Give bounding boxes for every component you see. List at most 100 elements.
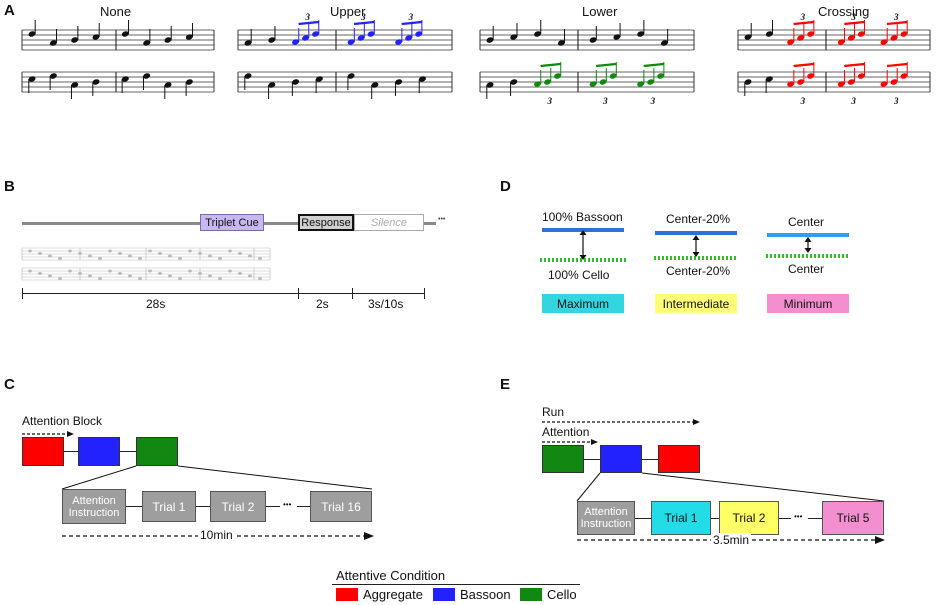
trial-16-box: Trial 16 bbox=[310, 491, 372, 522]
faint-note bbox=[68, 249, 72, 253]
beam bbox=[596, 62, 617, 68]
note-head bbox=[797, 79, 805, 85]
cello-block bbox=[542, 445, 584, 473]
dashed-arrow bbox=[542, 419, 700, 425]
note-head bbox=[92, 79, 100, 85]
panel-label-a: A bbox=[4, 2, 15, 19]
continuation-dots: ••• bbox=[438, 216, 446, 223]
legend-swatch-aggregate bbox=[336, 588, 358, 601]
faint-note bbox=[28, 249, 32, 253]
note-head bbox=[797, 35, 805, 41]
note-head bbox=[268, 37, 276, 43]
note-head bbox=[900, 73, 908, 79]
bassoon-line bbox=[655, 231, 737, 235]
faint-note bbox=[128, 254, 132, 258]
faint-note bbox=[48, 274, 52, 278]
connector bbox=[196, 506, 210, 507]
trial-2-box: Trial 2 bbox=[210, 491, 266, 522]
note-head bbox=[647, 79, 655, 85]
min-top-label: Center bbox=[788, 215, 825, 229]
minimum-badge: Minimum bbox=[767, 294, 849, 313]
bassoon-block bbox=[600, 445, 642, 473]
faint-note bbox=[218, 257, 222, 260]
bassoon-line bbox=[767, 233, 849, 237]
note-head bbox=[71, 37, 79, 43]
connector bbox=[120, 451, 136, 452]
faint-note bbox=[138, 277, 142, 280]
faint-note bbox=[178, 277, 182, 280]
note-head bbox=[857, 73, 865, 79]
connector bbox=[266, 506, 280, 507]
beam bbox=[886, 20, 908, 26]
faint-note bbox=[138, 257, 142, 260]
panel-label-b: B bbox=[4, 178, 15, 195]
beam bbox=[643, 62, 664, 68]
faint-note bbox=[248, 254, 252, 258]
note-head bbox=[837, 81, 845, 87]
note-head bbox=[890, 35, 898, 41]
note-head bbox=[121, 76, 129, 82]
note-head bbox=[880, 81, 888, 87]
duration-tick bbox=[22, 288, 23, 299]
cello-line bbox=[766, 254, 850, 258]
note-head bbox=[554, 73, 562, 79]
note-head bbox=[347, 73, 355, 79]
note-head bbox=[589, 81, 597, 87]
note-head bbox=[164, 82, 172, 88]
note-head bbox=[837, 39, 845, 45]
duration-28s: 28s bbox=[146, 297, 166, 311]
faint-note bbox=[238, 272, 242, 275]
triplet-mark: 3 bbox=[800, 96, 806, 106]
legend-rule bbox=[332, 584, 580, 585]
note-head bbox=[268, 82, 276, 88]
trial-2-box: Trial 2 bbox=[719, 501, 779, 535]
inter-bottom-label: Center-20% bbox=[666, 264, 731, 278]
faint-note bbox=[98, 257, 102, 260]
duration-10min: 10min bbox=[198, 528, 235, 542]
note-head bbox=[347, 39, 355, 45]
note-head bbox=[657, 73, 665, 79]
faint-note bbox=[208, 254, 212, 258]
attention-block-label: Attention Block bbox=[22, 414, 103, 428]
triplet-mark: 3 bbox=[650, 96, 656, 106]
faint-note bbox=[108, 269, 112, 273]
legend-title: Attentive Condition bbox=[336, 568, 446, 583]
note-head bbox=[807, 31, 815, 37]
triplet-mark: 3 bbox=[305, 12, 311, 22]
connector bbox=[297, 506, 310, 507]
note-head bbox=[613, 34, 621, 40]
note-head bbox=[744, 34, 752, 40]
min-bottom-label: Center bbox=[788, 262, 825, 276]
faint-note bbox=[258, 277, 262, 280]
note-head bbox=[92, 34, 100, 40]
note-head bbox=[599, 79, 607, 85]
note-head bbox=[367, 31, 375, 37]
note-head bbox=[185, 34, 193, 40]
separation-arrow bbox=[804, 237, 812, 253]
note-head bbox=[890, 79, 898, 85]
legend-label-aggregate: Aggregate bbox=[363, 587, 423, 602]
note-head bbox=[534, 31, 542, 37]
panel-label-d: D bbox=[500, 178, 511, 195]
triplet-mark: 3 bbox=[893, 96, 899, 106]
faint-note bbox=[38, 252, 42, 255]
faint-note bbox=[178, 257, 182, 260]
duration-silence: 3s/10s bbox=[368, 297, 404, 311]
faint-note bbox=[248, 274, 252, 278]
note-head bbox=[765, 76, 773, 82]
faint-note bbox=[88, 254, 92, 258]
continuation-dots: ••• bbox=[283, 500, 292, 509]
duration-tick bbox=[298, 288, 299, 299]
beam bbox=[844, 20, 865, 26]
duration-tick bbox=[352, 288, 353, 299]
legend-swatch-cello bbox=[520, 588, 542, 601]
faint-note bbox=[258, 257, 262, 260]
faint-note bbox=[58, 277, 62, 280]
triplet-mark: 3 bbox=[800, 12, 806, 22]
note-head bbox=[486, 37, 494, 43]
response-box: Response bbox=[298, 214, 354, 231]
faint-note bbox=[168, 254, 172, 258]
